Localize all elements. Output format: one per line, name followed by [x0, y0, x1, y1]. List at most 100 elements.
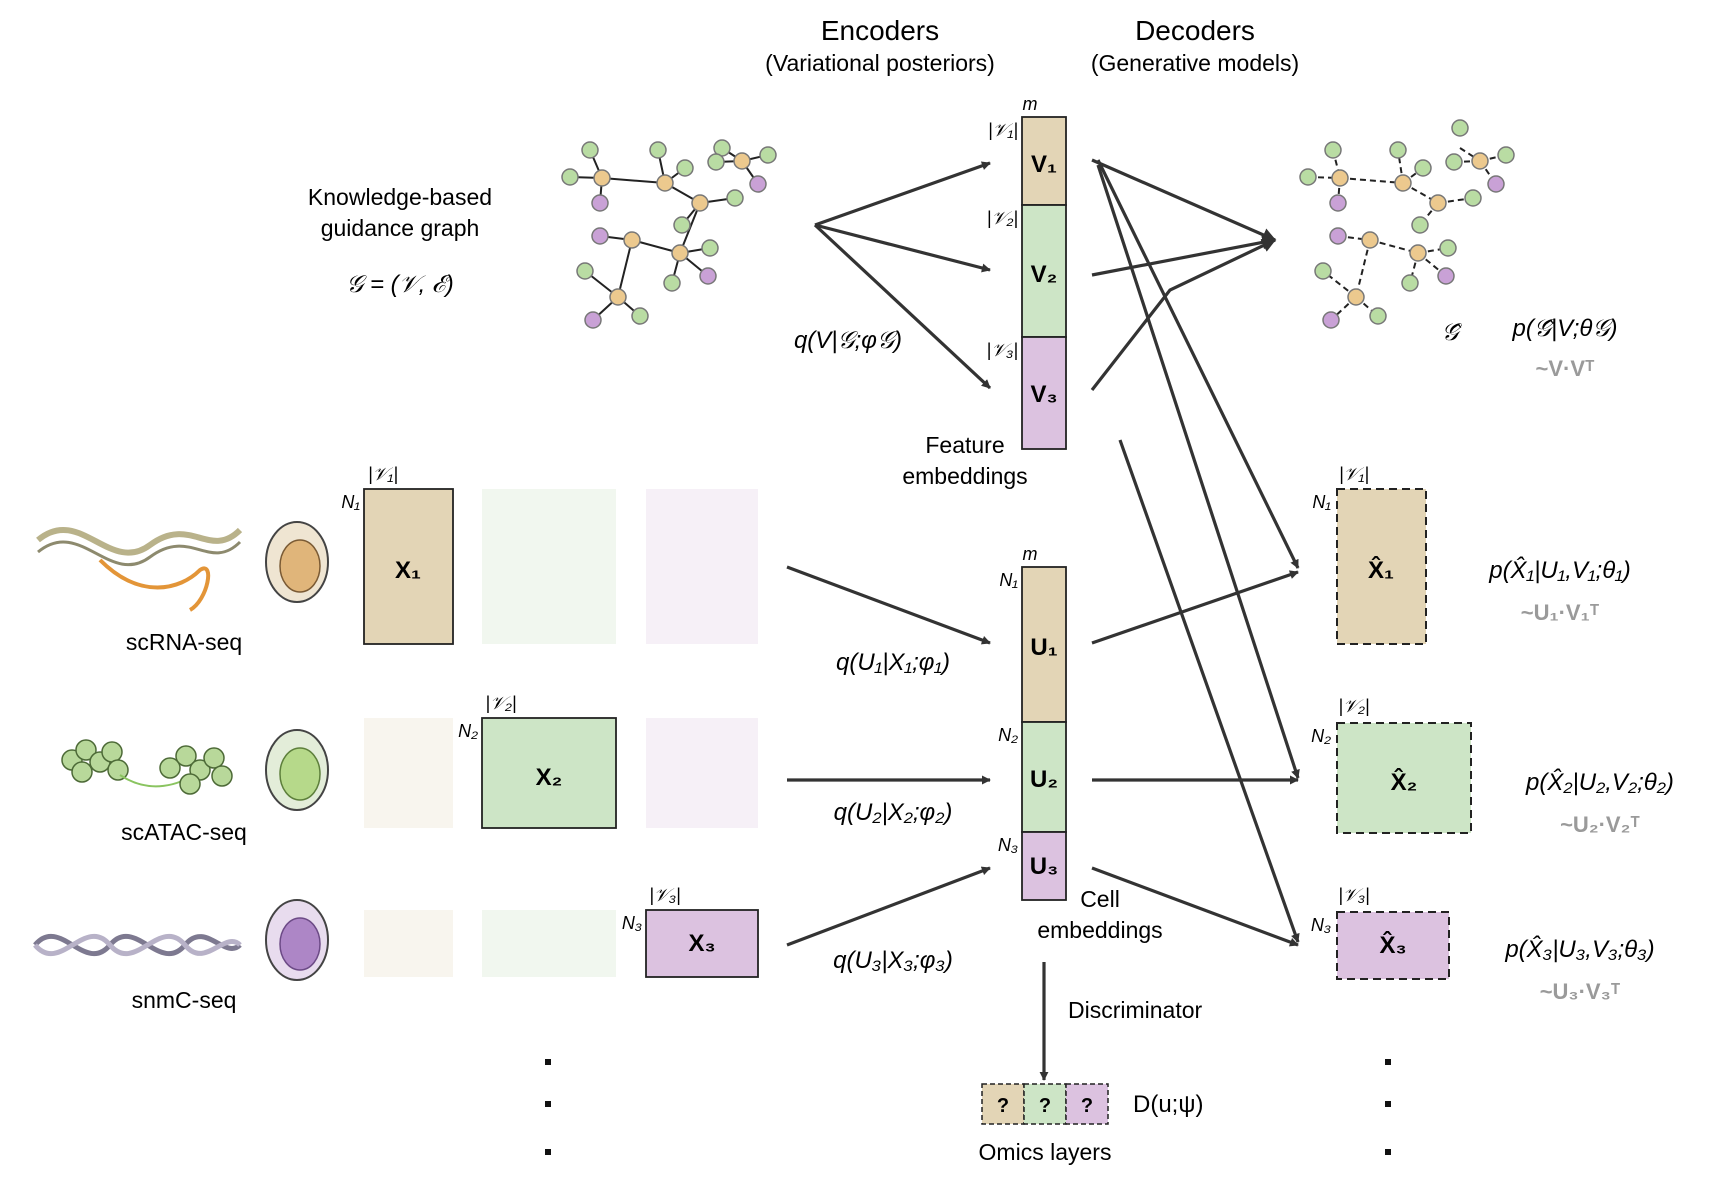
reconstructed-graph-nodes	[1299, 119, 1515, 329]
posterior-u1-label: q(U₁|X₁;φ₁)	[836, 649, 950, 676]
cell-block-u3	[1021, 831, 1067, 901]
encoders-header: Encoders	[821, 15, 939, 46]
cell-block-u2	[1021, 721, 1067, 833]
modality-name-atac: scATAC-seq	[121, 819, 247, 845]
omics-box-2-mark: ?	[1039, 1095, 1051, 1117]
recon-matrix-x2-cols: |𝒱₂|	[1338, 696, 1369, 716]
decoders-header: Decoders	[1135, 15, 1255, 46]
recon-graph-likelihood: p(𝒢̂|V;θ𝒢)	[1511, 315, 1617, 342]
rna-molecule-icon	[36, 526, 243, 612]
recon-matrix-x1-label: X̂₁	[1368, 556, 1394, 584]
recon-matrix-x1-rows: N₁	[1312, 492, 1331, 512]
matrix-x2-cols: |𝒱₂|	[485, 693, 516, 713]
recon-matrix-x3-cols: |𝒱₃|	[1338, 885, 1369, 905]
discriminator-formula: D(u;ψ)	[1133, 1091, 1203, 1118]
feature-block-v1	[1021, 116, 1067, 206]
matrix-x2-faint-3	[646, 718, 758, 828]
recon-graph-approx: ~V·Vᵀ	[1535, 356, 1595, 381]
recon-matrix-x1-cols: |𝒱₁|	[1339, 464, 1369, 484]
discriminator-label: Discriminator	[1068, 997, 1203, 1023]
cell-caption-line1: Cell	[1080, 886, 1120, 912]
cell-block-u2-size: N₂	[998, 725, 1018, 745]
feature-block-v3	[1021, 336, 1067, 450]
guidance-graph-nodes	[561, 139, 777, 329]
feature-dim-label: m	[1023, 94, 1038, 114]
cell-block-u1-size: N₁	[999, 570, 1018, 590]
feature-caption-line1: Feature	[925, 432, 1004, 458]
graph-label-line1: Knowledge-based	[308, 184, 492, 210]
cell-icon-atac	[265, 729, 329, 811]
feature-block-v3-size: |𝒱₃|	[987, 340, 1018, 360]
feature-block-v2-label: V₂	[1031, 261, 1058, 288]
matrix-x3-faint-1	[364, 910, 453, 977]
matrix-x1	[363, 488, 454, 645]
cell-block-u3-size: N₃	[998, 835, 1018, 855]
recon-matrix-x2	[1336, 722, 1472, 834]
matrix-x1-cols: |𝒱₁|	[368, 464, 398, 484]
matrix-x2-faint-1	[364, 718, 453, 828]
posterior-u3-label: q(U₃|X₃;φ₃)	[833, 947, 953, 974]
likelihood-x1: p(X̂₁|U₁,V₁;θ₁)	[1488, 556, 1631, 584]
approx-x1: ~U₁·V₁ᵀ	[1521, 600, 1600, 625]
matrix-x3-faint-2	[482, 910, 616, 977]
ellipsis-right	[1385, 1059, 1391, 1155]
matrix-x3-label: X₃	[688, 930, 715, 957]
modality-name-mc: snmC-seq	[132, 987, 237, 1013]
likelihood-x3: p(X̂₃|U₃,V₃;θ₃)	[1504, 935, 1654, 963]
feature-block-v1-size: |𝒱₁|	[988, 120, 1018, 140]
recon-matrix-x3	[1336, 911, 1450, 980]
input-matrices	[363, 488, 759, 978]
matrix-x1-faint-2	[482, 489, 616, 644]
matrix-x2-rows: N₂	[458, 721, 478, 741]
dna-helix-icon	[33, 934, 242, 956]
omics-box-3-mark: ?	[1081, 1095, 1093, 1117]
cell-icon-rna	[265, 521, 329, 603]
chromatin-icon	[61, 739, 233, 795]
matrix-x1-label: X₁	[395, 557, 421, 584]
omics-box-1-mark: ?	[997, 1095, 1009, 1117]
cell-icon-mc	[265, 899, 329, 981]
approx-x3: ~U₃·V₃ᵀ	[1540, 979, 1621, 1004]
matrix-x2	[481, 717, 617, 829]
recon-matrix-x2-label: X̂₂	[1391, 768, 1418, 796]
recon-matrix-x2-rows: N₂	[1311, 726, 1331, 746]
omics-layer-boxes	[981, 1083, 1109, 1125]
graph-encoder-arrows	[813, 161, 992, 390]
approx-x2: ~U₂·V₂ᵀ	[1560, 812, 1640, 837]
feature-caption-line2: embeddings	[902, 463, 1027, 489]
likelihood-x2: p(X̂₂|U₂,V₂;θ₂)	[1525, 768, 1674, 796]
ellipsis-left	[545, 1059, 551, 1155]
data-encoder-arrows	[786, 565, 991, 947]
graph-formula: 𝒢 = (𝒱, ℰ)	[346, 271, 454, 298]
decoders-subheader: (Generative models)	[1091, 50, 1299, 76]
feature-block-v1-label: V₁	[1031, 151, 1057, 178]
cell-block-u2-label: U₂	[1030, 766, 1058, 793]
encoders-subheader: (Variational posteriors)	[765, 50, 995, 76]
recon-matrix-x3-label: X̂₃	[1379, 931, 1406, 959]
matrix-x2-label: X₂	[536, 764, 563, 791]
recon-graph-symbol: 𝒢̂	[1441, 319, 1462, 346]
cell-caption-line2: embeddings	[1037, 917, 1162, 943]
cell-block-u3-label: U₃	[1030, 853, 1058, 880]
matrix-x1-faint-3	[646, 489, 758, 644]
matrix-x3	[645, 909, 759, 978]
feature-block-v2	[1021, 204, 1067, 338]
modality-name-rna: scRNA-seq	[126, 629, 242, 655]
cell-block-u1-label: U₁	[1030, 634, 1057, 661]
matrix-x3-cols: |𝒱₃|	[649, 885, 680, 905]
matrix-x1-rows: N₁	[341, 492, 360, 512]
decoder-arrows	[1090, 158, 1300, 947]
feature-block-v2-size: |𝒱₂|	[987, 208, 1018, 228]
graph-posterior-label: q(V|𝒢;φ𝒢)	[794, 327, 902, 354]
cell-dim-label: m	[1023, 544, 1038, 564]
recon-matrix-x3-rows: N₃	[1311, 915, 1331, 935]
recon-matrix-x1	[1336, 488, 1427, 645]
cell-block-u1	[1021, 566, 1067, 723]
matrix-x3-rows: N₃	[622, 913, 642, 933]
feature-block-v3-label: V₃	[1030, 381, 1057, 408]
posterior-u2-label: q(U₂|X₂;φ₂)	[834, 799, 953, 826]
graph-label-line2: guidance graph	[321, 215, 480, 241]
omics-layers-caption: Omics layers	[979, 1139, 1112, 1165]
